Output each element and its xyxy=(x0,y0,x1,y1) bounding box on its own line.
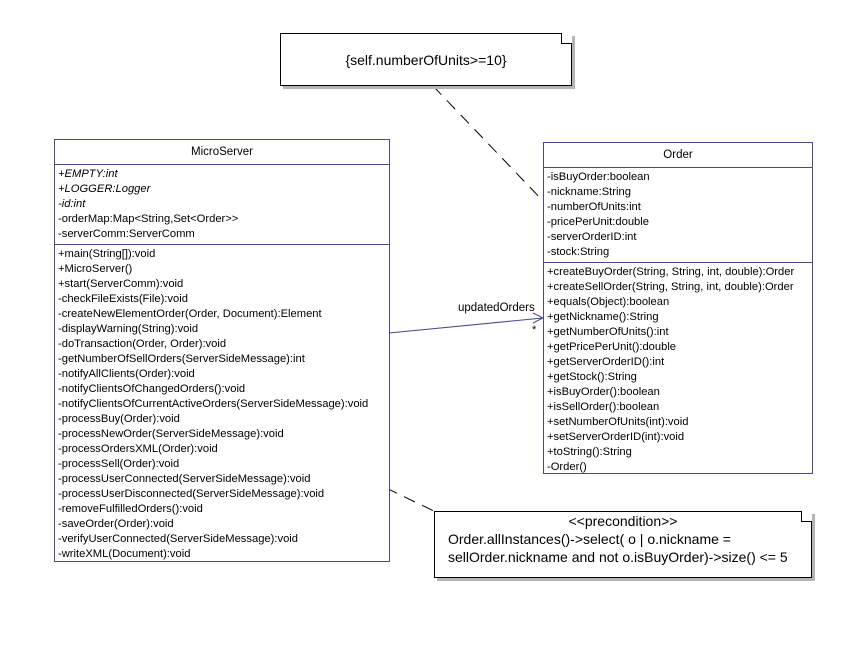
operation-row: -createNewElementOrder(Order, Document):… xyxy=(58,308,322,320)
operation-row: +getServerOrderID():int xyxy=(547,356,665,368)
operation-row: +setServerOrderID(int):void xyxy=(547,431,685,443)
operation-row: +toString():String xyxy=(547,446,632,458)
operation-row: +MicroServer() xyxy=(58,263,133,275)
operation-row: -notifyAllClients(Order):void xyxy=(58,368,195,380)
precondition-stereotype: <<precondition>> xyxy=(568,513,678,529)
precondition-constraint-note: <<precondition>> Order.allInstances()->s… xyxy=(434,511,812,578)
operation-row: -verifyUserConnected(ServerSideMessage):… xyxy=(58,533,299,545)
operation-row: +createBuyOrder(String, String, int, dou… xyxy=(547,266,795,278)
invariant-constraint-text: {self.numberOfUnits>=10} xyxy=(345,52,507,68)
operation-row: -notifyClientsOfChangedOrders():void xyxy=(58,383,246,395)
operation-row: -processUserConnected(ServerSideMessage)… xyxy=(58,473,311,485)
attribute-row: +LOGGER:Logger xyxy=(58,183,151,195)
operation-row: +isBuyOrder():boolean xyxy=(547,386,660,398)
precondition-line-2: sellOrder.nickname and not o.isBuyOrder)… xyxy=(448,549,788,565)
operation-row: +start(ServerComm):void xyxy=(58,278,184,290)
class-order[interactable]: Order -isBuyOrder:boolean -nickname:Strin… xyxy=(543,142,813,474)
operation-row: -writeXML(Document):void xyxy=(58,548,191,560)
association-line xyxy=(388,317,544,334)
operation-row: -processBuy(Order):void xyxy=(58,413,180,425)
operation-row: -displayWarning(String):void xyxy=(58,323,199,335)
attributes-compartment: +EMPTY:int +LOGGER:Logger -id:int -orderMap… xyxy=(55,165,389,245)
operation-row: -processNewOrder(ServerSideMessage):void xyxy=(58,428,284,440)
invariant-constraint-note: {self.numberOfUnits>=10} xyxy=(280,33,572,86)
operation-row: -processSell(Order):void xyxy=(58,458,180,470)
note-fold-icon xyxy=(801,511,812,522)
attribute-row: -serverOrderID:int xyxy=(547,231,637,243)
attribute-row: -nickname:String xyxy=(547,186,631,198)
class-name: MicroServer xyxy=(55,140,389,165)
operation-row: -notifyClientsOfCurrentActiveOrders(Serv… xyxy=(58,398,369,410)
attribute-row: -id:int xyxy=(58,198,86,210)
attribute-row: -serverComm:ServerComm xyxy=(58,228,195,240)
operation-row: +getStock():String xyxy=(547,371,637,383)
operation-row: -processUserDisconnected(ServerSideMessa… xyxy=(58,488,325,500)
precondition-line-1: Order.allInstances()->select( o | o.nick… xyxy=(448,531,731,547)
attribute-row: -numberOfUnits:int xyxy=(547,201,641,213)
operation-row: +setNumberOfUnits(int):void xyxy=(547,416,689,428)
operation-row: +equals(Object):boolean xyxy=(547,296,670,308)
operation-row: -doTransaction(Order, Order):void xyxy=(58,338,227,350)
operation-row: +createSellOrder(String, String, int, do… xyxy=(547,281,794,293)
attribute-row: -stock:String xyxy=(547,246,610,258)
operation-row: -removeFulfilledOrders():void xyxy=(58,503,203,515)
operation-row: +getNickname():String xyxy=(547,311,659,323)
operation-row: -getNumberOfSellOrders(ServerSideMessage… xyxy=(58,353,305,365)
class-microserver[interactable]: MicroServer +EMPTY:int +LOGGER:Logger -id:… xyxy=(54,139,390,562)
operation-row: +main(String[]):void xyxy=(58,248,156,260)
invariant-constraint-link xyxy=(432,85,546,204)
operations-compartment: +main(String[]):void +MicroServer() +start… xyxy=(55,245,389,564)
note-fold-icon xyxy=(561,33,572,44)
association-role-label: updatedOrders xyxy=(458,302,535,314)
operation-row: -processOrdersXML(Order):void xyxy=(58,443,218,455)
attribute-row: -orderMap:Map<String,Set<Order>> xyxy=(58,213,239,225)
operation-row: -checkFileExists(File):void xyxy=(58,293,188,305)
association-multiplicity: * xyxy=(532,324,537,336)
attribute-row: +EMPTY:int xyxy=(58,168,118,180)
operation-row: +getNumberOfUnits():int xyxy=(547,326,669,338)
class-name: Order xyxy=(544,143,812,168)
attributes-compartment: -isBuyOrder:boolean -nickname:String -numb… xyxy=(544,168,812,263)
operation-row: +isSellOrder():boolean xyxy=(547,401,660,413)
operation-row: +getPricePerUnit():double xyxy=(547,341,677,353)
attribute-row: -pricePerUnit:double xyxy=(547,216,649,228)
operation-row: -Order() xyxy=(547,461,587,473)
attribute-row: -isBuyOrder:boolean xyxy=(547,171,650,183)
operations-compartment: +createBuyOrder(String, String, int, dou… xyxy=(544,263,812,477)
operation-row: -saveOrder(Order):void xyxy=(58,518,174,530)
